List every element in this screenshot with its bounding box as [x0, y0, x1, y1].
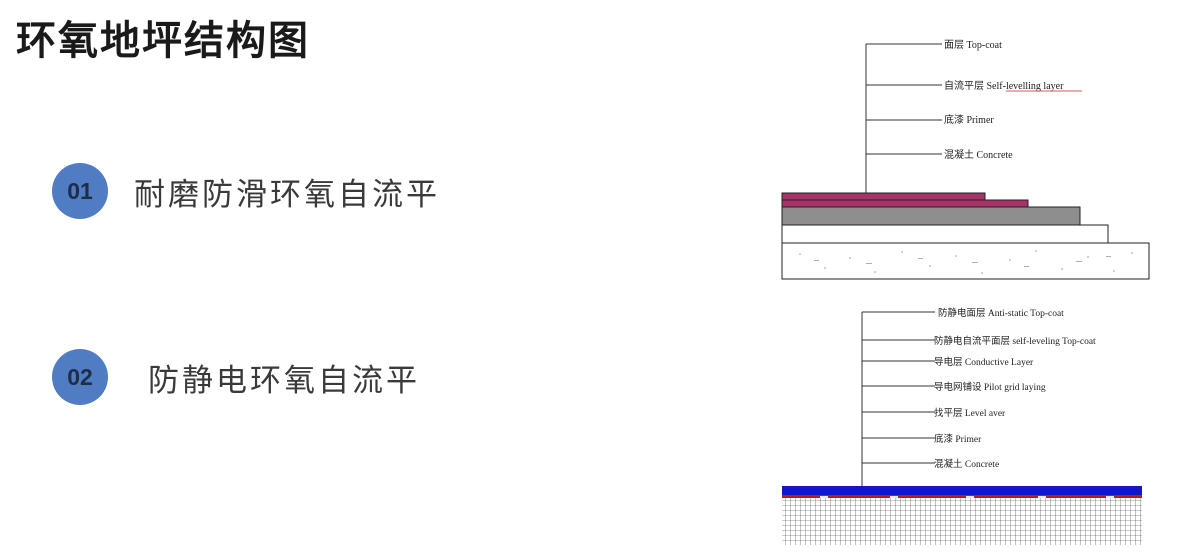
- label-primer: 底漆 Primer: [944, 113, 994, 126]
- layer-primer: [781, 206, 1081, 226]
- layer-antistatic-topcoat: [782, 486, 1142, 495]
- label-concrete: 混凝土 Concrete: [934, 458, 999, 470]
- epoxy-structure-diagram: 面层 Top-coat 自流平层 Self-levelling layer 底漆…: [781, 39, 1150, 280]
- label-primer: 底漆 Primer: [934, 433, 982, 445]
- label-topcoat: 面层 Top-coat: [944, 39, 1002, 51]
- label-conductive-layer: 导电层 Conductive Layer: [934, 356, 1034, 368]
- label-antistatic-topcoat: 防静电面层 Anti-static Top-coat: [938, 307, 1064, 319]
- label-self-level: 自流平层 Self-levelling layer: [944, 79, 1064, 92]
- number-badge: 01: [52, 163, 108, 219]
- layer-concrete-grid: [782, 498, 1142, 545]
- label-concrete: 混凝土 Concrete: [944, 148, 1013, 161]
- item-label: 防静电环氧自流平: [148, 362, 420, 399]
- label-level-layer: 找平层 Level aver: [934, 407, 1006, 419]
- leader-lines: [865, 43, 942, 193]
- layer-conductive: [782, 495, 1142, 498]
- item-label: 耐磨防滑环氧自流平: [134, 176, 440, 213]
- page-title: 环氧地坪结构图: [16, 18, 310, 64]
- layer-topcoat: [781, 192, 986, 201]
- label-pilot-grid: 导电网铺设 Pilot grid laying: [934, 381, 1046, 393]
- concrete-texture: [799, 250, 1133, 274]
- label-self-leveling-topcoat: 防静电自流平面层 self-leveling Top-coat: [934, 335, 1096, 347]
- list-item-antistatic: 02 防静电环氧自流平: [52, 349, 420, 405]
- list-item-epoxy: 01 耐磨防滑环氧自流平: [52, 163, 440, 219]
- antistatic-structure-diagram: 防静电面层 Anti-static Top-coat 防静电自流平面层 self…: [782, 307, 1142, 545]
- leader-lines: [861, 311, 935, 486]
- layer-concrete: [781, 242, 1150, 280]
- number-badge: 02: [52, 349, 108, 405]
- pilot-grid-marks: [820, 496, 1114, 498]
- layer-primer-step: [781, 224, 1109, 243]
